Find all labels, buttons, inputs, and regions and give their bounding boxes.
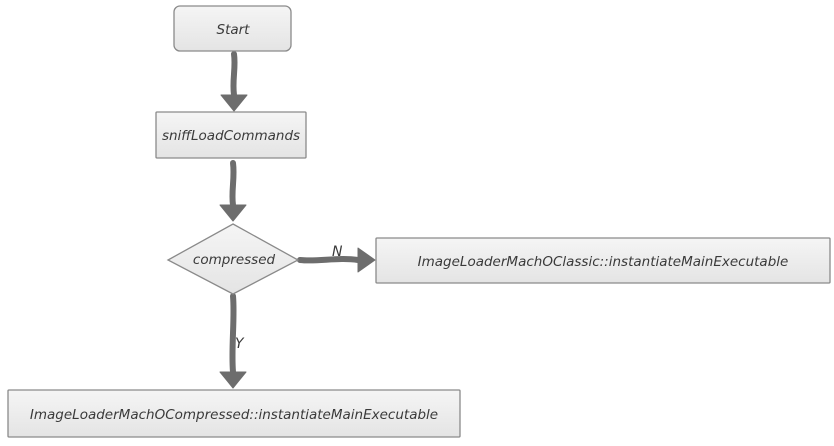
- edge-label-yes: Y: [235, 336, 245, 352]
- node-classic-label: ImageLoaderMachOClassic::instantiateMain…: [418, 254, 789, 270]
- node-start-label: Start: [217, 22, 251, 38]
- node-decision-label: compressed: [193, 252, 276, 268]
- edge-decision-to-compressed: [219, 293, 247, 389]
- node-start[interactable]: Start: [173, 5, 292, 52]
- node-decision-compressed[interactable]: compressed: [166, 223, 300, 295]
- edge-decision-to-classic: [297, 247, 376, 273]
- edge-label-no: N: [332, 244, 343, 260]
- node-classic-instantiate[interactable]: ImageLoaderMachOClassic::instantiateMain…: [375, 237, 831, 284]
- edge-start-to-sniff: [220, 51, 248, 112]
- node-sniff-label: sniffLoadCommands: [162, 128, 300, 144]
- edge-sniff-to-decision: [219, 160, 247, 222]
- node-compressed-label: ImageLoaderMachOCompressed::instantiateM…: [30, 407, 438, 423]
- node-compressed-instantiate[interactable]: ImageLoaderMachOCompressed::instantiateM…: [7, 389, 461, 438]
- node-sniff-load-commands[interactable]: sniffLoadCommands: [155, 111, 307, 159]
